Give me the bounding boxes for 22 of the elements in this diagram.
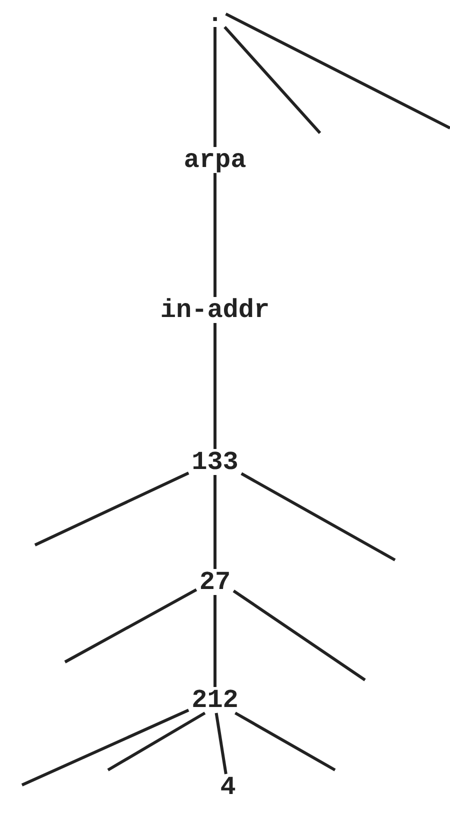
node-label: 212 [188, 687, 242, 713]
node-label: 133 [188, 449, 242, 475]
tree-edge [214, 173, 216, 297]
branch-line [107, 712, 206, 772]
branch-line [224, 26, 322, 134]
branch-line [225, 12, 450, 130]
node-label: . [204, 1, 226, 27]
tree-edge [214, 323, 216, 449]
branch-line [64, 588, 198, 664]
branch-line [232, 590, 366, 682]
tree-edge [214, 27, 216, 147]
node-label: in-addr [157, 297, 273, 323]
branch-line [234, 712, 336, 772]
node-label: arpa [180, 147, 250, 173]
node-label: 4 [217, 774, 239, 800]
node-label: 27 [196, 569, 234, 595]
branch-line [240, 472, 396, 562]
tree-edge [214, 595, 216, 687]
branch-line [21, 708, 190, 786]
tree-edge [214, 712, 228, 774]
branch-line [34, 472, 190, 546]
tree-edge [214, 475, 216, 569]
